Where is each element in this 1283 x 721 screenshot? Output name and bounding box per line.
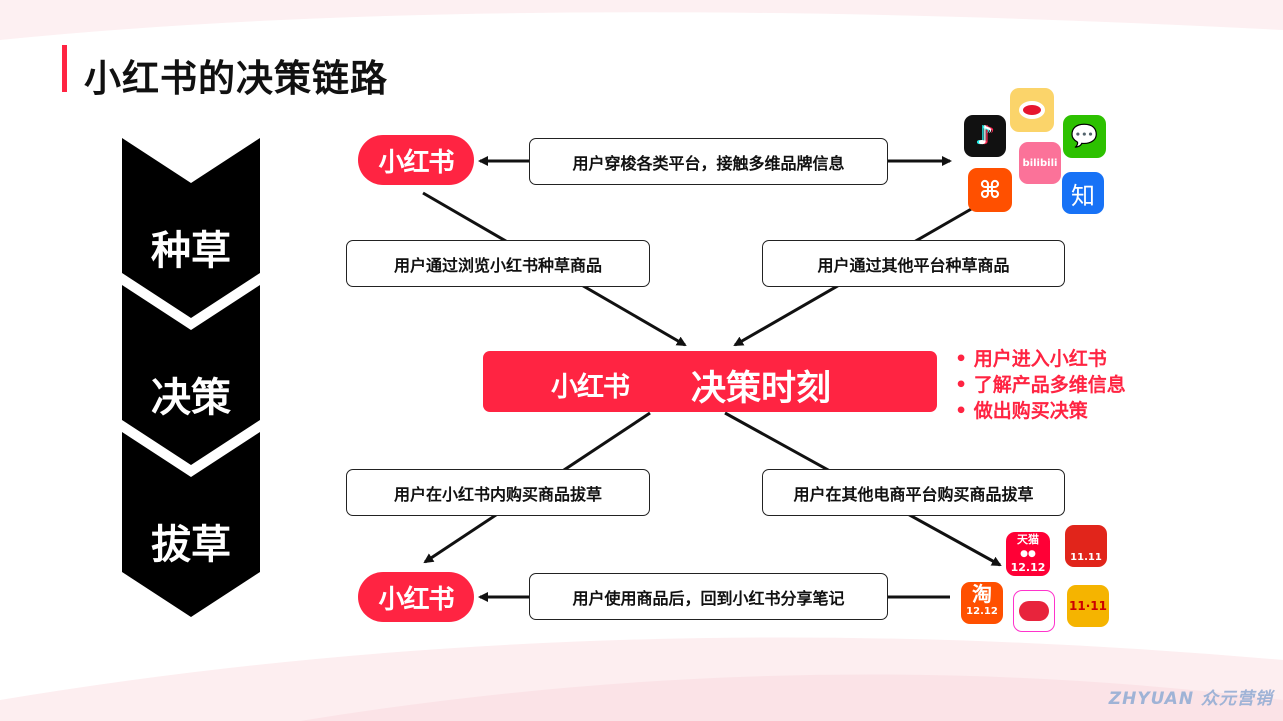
decision-bullets: • 用户进入小红书 • 了解产品多维信息 • 做出购买决策 (955, 346, 1126, 424)
jd-icon: 11.11 (1065, 525, 1107, 567)
buy-xhs-box: 用户在小红书内购买商品拔草 (346, 469, 650, 516)
weibo-icon (1010, 88, 1054, 132)
xiaohongshu-logo-top: 小红书 (358, 135, 474, 185)
douyin-icon: ♪ (964, 115, 1006, 157)
kuaishou-icon: ⌘ (968, 168, 1012, 212)
chevron-pull (122, 432, 260, 617)
share-notes-box: 用户使用商品后，回到小红书分享笔记 (529, 573, 888, 620)
bilibili-icon: bilibili (1019, 142, 1061, 184)
buy-other-box: 用户在其他电商平台购买商品拔草 (762, 469, 1065, 516)
kaola-icon (1013, 590, 1055, 632)
tmall-icon: 天猫●●12.12 (1006, 532, 1050, 576)
stage-chevrons (122, 138, 260, 617)
decision-moment-label: 决策时刻 (691, 369, 832, 409)
chevron-seed (122, 138, 260, 318)
stage-label-decide: 决策 (151, 375, 231, 421)
stage-label-seed: 种草 (151, 228, 231, 274)
chevron-decide (122, 285, 260, 465)
title-accent-bar (62, 45, 67, 92)
xiaohongshu-logo-bottom: 小红书 (358, 572, 474, 622)
bullet-item: • 了解产品多维信息 (955, 374, 1126, 396)
seed-xhs-box: 用户通过浏览小红书种草商品 (346, 240, 650, 287)
wechat-icon: 💬 (1063, 115, 1106, 158)
xiaohongshu-logo-center: 小红书 (551, 372, 630, 403)
watermark-logo: ZHYUAN 众元营销 (1108, 689, 1273, 709)
page-title: 小红书的决策链路 (84, 57, 388, 100)
stage-label-pull: 拔草 (151, 522, 231, 568)
seed-other-box: 用户通过其他平台种草商品 (762, 240, 1065, 287)
vipshop-icon: 11·11 (1067, 585, 1109, 627)
zhihu-icon: 知 (1062, 172, 1104, 214)
cross-platform-box: 用户穿梭各类平台，接触多维品牌信息 (529, 138, 888, 185)
decision-moment-banner: 小红书 决策时刻 (483, 351, 937, 412)
bullet-item: • 做出购买决策 (955, 400, 1088, 422)
bullet-item: • 用户进入小红书 (955, 348, 1107, 370)
